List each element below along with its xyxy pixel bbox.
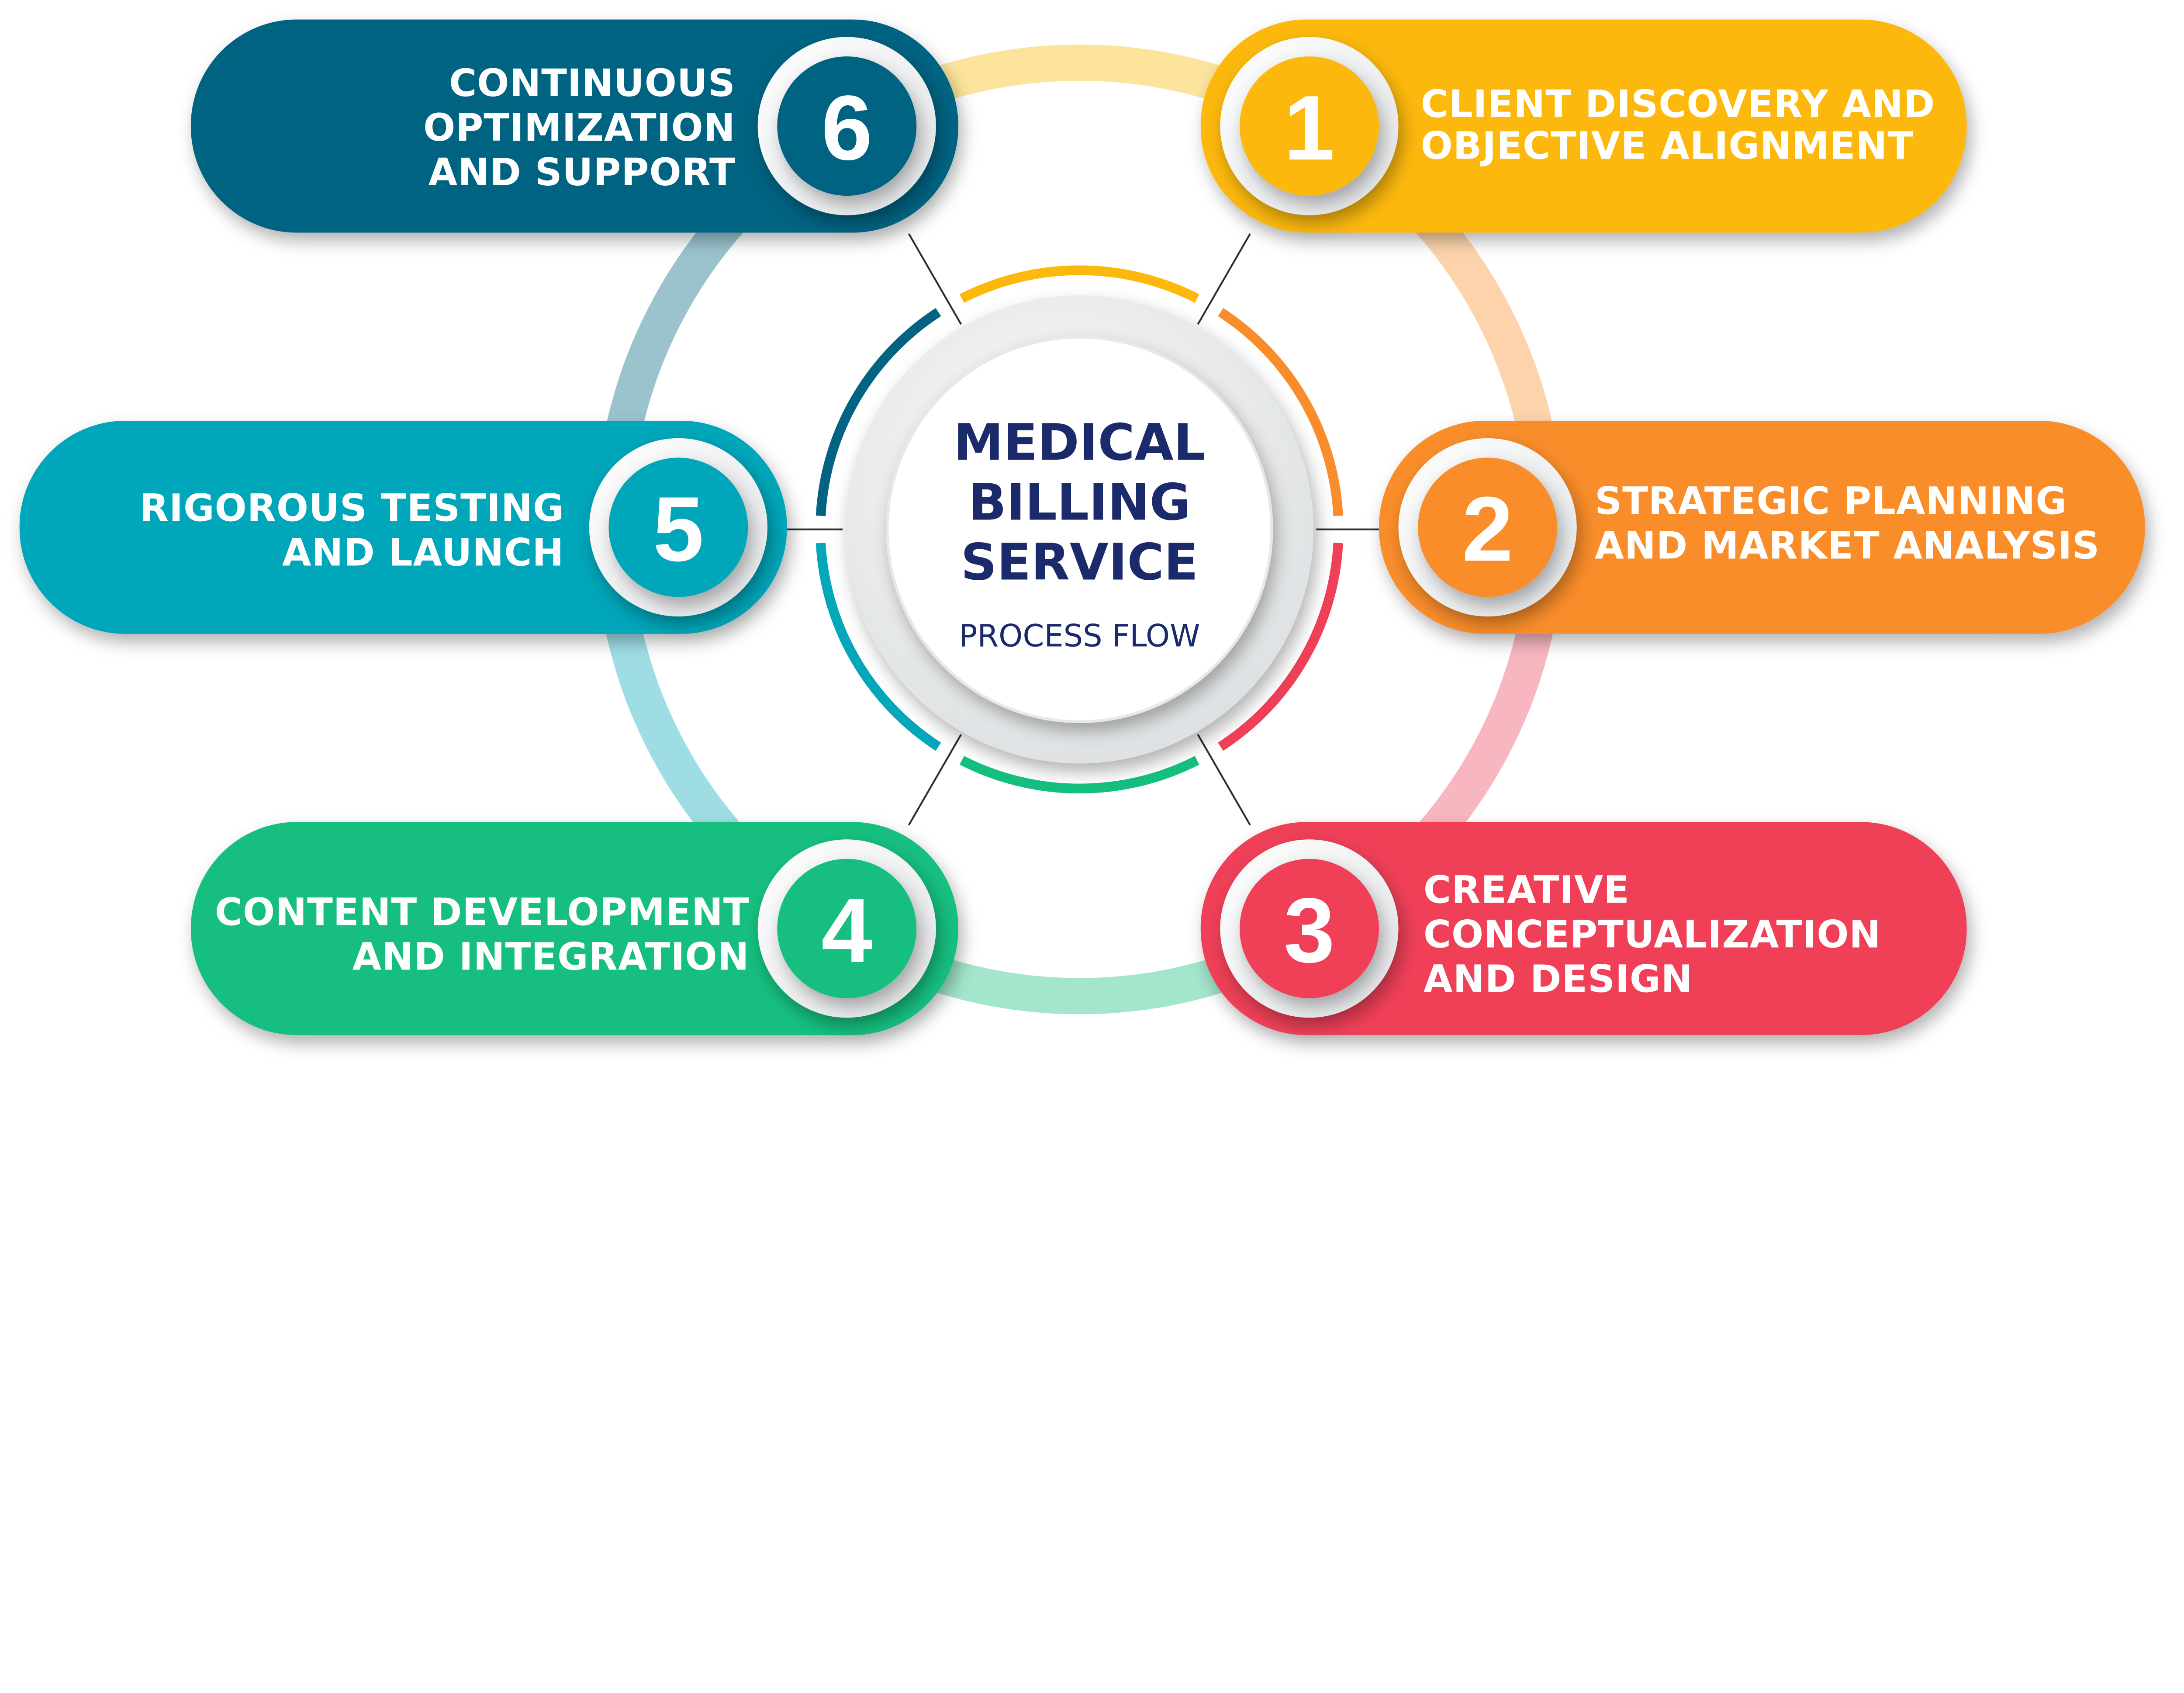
center-inner-disc: [886, 336, 1273, 723]
number-badge: [777, 56, 917, 196]
inner-ring-segment: [816, 308, 941, 516]
step-label-line: STRATEGIC PLANNING: [1595, 480, 2067, 523]
step-label-line: AND DESIGN: [1424, 957, 1693, 1001]
connector-line: [908, 734, 962, 826]
step-pill: [1200, 822, 1967, 1035]
connector-lines: [738, 233, 1421, 826]
step-pill: [19, 421, 787, 634]
step-label-line: CLIENT DISCOVERY AND: [1421, 83, 1935, 126]
process-flow-diagram: MEDICAL BILLING SERVICE PROCESS FLOW 1 CL…: [19, 19, 2145, 1035]
step-label-line: AND LAUNCH: [282, 531, 564, 575]
step-label-line: CONTINUOUS: [449, 62, 736, 105]
step-number: 3: [1284, 879, 1335, 982]
number-badge: [1240, 859, 1379, 998]
step-pill: [1379, 421, 2145, 634]
step-label-line: CONCEPTUALIZATION: [1424, 913, 1881, 956]
inner-ring: [816, 265, 1343, 793]
connector-line: [1197, 233, 1251, 325]
number-badge: [1240, 56, 1379, 196]
connector-line: [1197, 734, 1251, 826]
center-title-line: SERVICE: [961, 533, 1198, 592]
connector-line: [908, 233, 962, 325]
number-badge: [608, 457, 748, 597]
step-label-line: AND INTEGRATION: [352, 935, 750, 979]
step-label-line: OBJECTIVE ALIGNMENT: [1421, 125, 1914, 168]
center-title-line: MEDICAL: [954, 413, 1206, 472]
number-badge: [777, 859, 917, 998]
center-title-line: BILLING: [968, 473, 1191, 532]
step-label-line: CONTENT DEVELOPMENT: [215, 890, 750, 934]
inner-ring-segment: [959, 265, 1199, 303]
step-label-line: RIGOROUS TESTING: [140, 487, 564, 530]
step-pill: [1200, 19, 1967, 233]
step-number: 4: [821, 879, 872, 982]
step-number: 6: [821, 76, 872, 179]
center-subtitle: PROCESS FLOW: [959, 618, 1200, 654]
inner-ring-segment: [959, 756, 1199, 793]
step-label-line: AND SUPPORT: [429, 151, 736, 194]
inner-ring-segment: [816, 543, 941, 751]
step-label-line: OPTIMIZATION: [423, 106, 735, 150]
step-pill: [190, 19, 958, 233]
center-hub: MEDICAL BILLING SERVICE PROCESS FLOW: [845, 295, 1314, 764]
step-number: 5: [653, 477, 704, 580]
inner-ring-segment: [1218, 308, 1343, 516]
step-pill: [190, 822, 958, 1035]
step-label-line: AND MARKET ANALYSIS: [1595, 524, 2100, 568]
step-number: 1: [1284, 76, 1335, 179]
step-number: 2: [1462, 477, 1513, 580]
inner-ring-segment: [1218, 543, 1343, 751]
number-badge: [1418, 457, 1558, 597]
step-label-line: CREATIVE: [1424, 868, 1630, 912]
